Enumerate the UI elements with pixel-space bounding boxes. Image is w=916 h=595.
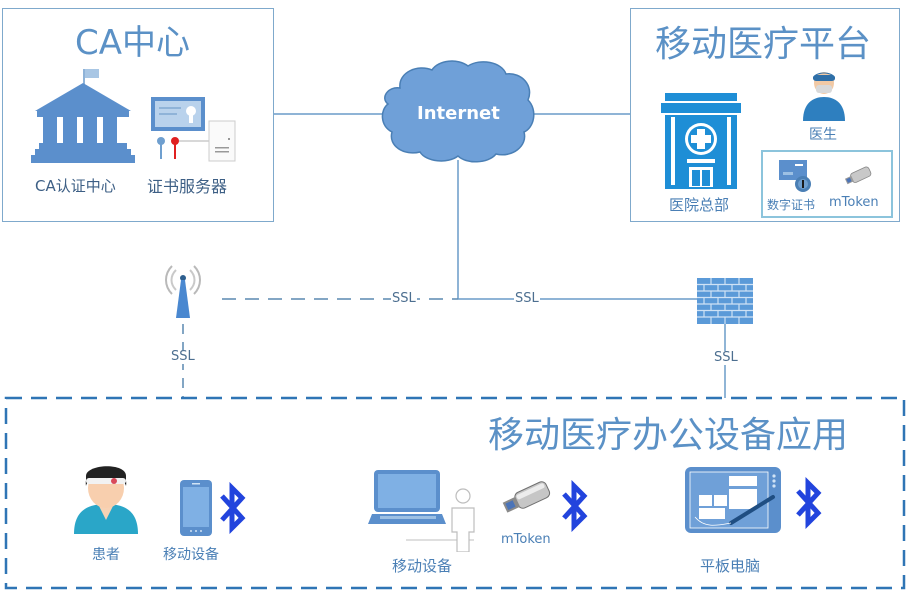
ca-center-panel: CA中心 CA认证中心 证书服务器 xyxy=(2,8,274,222)
ca-center-title: CA中心 xyxy=(75,23,190,63)
ssl-label-firewall-link: SSL xyxy=(514,291,540,306)
ssl-label-tower: SSL xyxy=(170,349,196,364)
token-label: mToken xyxy=(501,532,551,547)
tablet-icon xyxy=(685,467,781,533)
usb-token-icon xyxy=(502,481,551,513)
patient-label: 患者 xyxy=(92,547,120,563)
usb-token-icon xyxy=(844,166,872,185)
cert-server-label: 证书服务器 xyxy=(147,177,228,196)
hospital-label: 医院总部 xyxy=(669,196,730,214)
devices-dashed-frame xyxy=(4,396,906,590)
devices-title: 移动医疗办公设备应用 xyxy=(488,406,849,458)
laptop-label: 移动设备 xyxy=(392,557,453,575)
ca-auth-center-label: CA认证中心 xyxy=(35,177,116,195)
platform-title: 移动医疗平台 xyxy=(655,24,872,65)
internet-label: Internet xyxy=(417,103,500,124)
cloud-icon xyxy=(381,60,535,163)
doctor-icon xyxy=(803,72,845,121)
laptop-user-icon xyxy=(368,470,475,552)
patient-icon xyxy=(74,466,138,534)
mtoken-label: mToken xyxy=(829,195,879,210)
certificate-server-icon xyxy=(151,97,236,162)
smartphone-icon xyxy=(180,480,212,536)
ssl-label-wireless: SSL xyxy=(391,291,417,306)
platform-panel: 移动医疗平台 医院总部 医生 xyxy=(630,8,900,222)
tablet-label: 平板电脑 xyxy=(700,557,761,575)
bluetooth-icon xyxy=(562,480,588,532)
government-building-icon xyxy=(31,69,135,163)
digital-certificate-icon xyxy=(779,160,811,192)
bluetooth-icon xyxy=(220,482,246,534)
firewall-icon xyxy=(697,278,753,324)
bluetooth-icon xyxy=(796,476,822,530)
wireless-tower-icon xyxy=(165,265,201,318)
doctor-label: 医生 xyxy=(809,127,837,143)
phone-label: 移动设备 xyxy=(163,547,219,563)
digital-certificate-label: 数字证书 xyxy=(767,198,816,212)
credentials-panel: 数字证书 mToken xyxy=(761,150,893,218)
ssl-label-firewall-vertical: SSL xyxy=(713,350,739,365)
hospital-icon xyxy=(661,93,741,189)
